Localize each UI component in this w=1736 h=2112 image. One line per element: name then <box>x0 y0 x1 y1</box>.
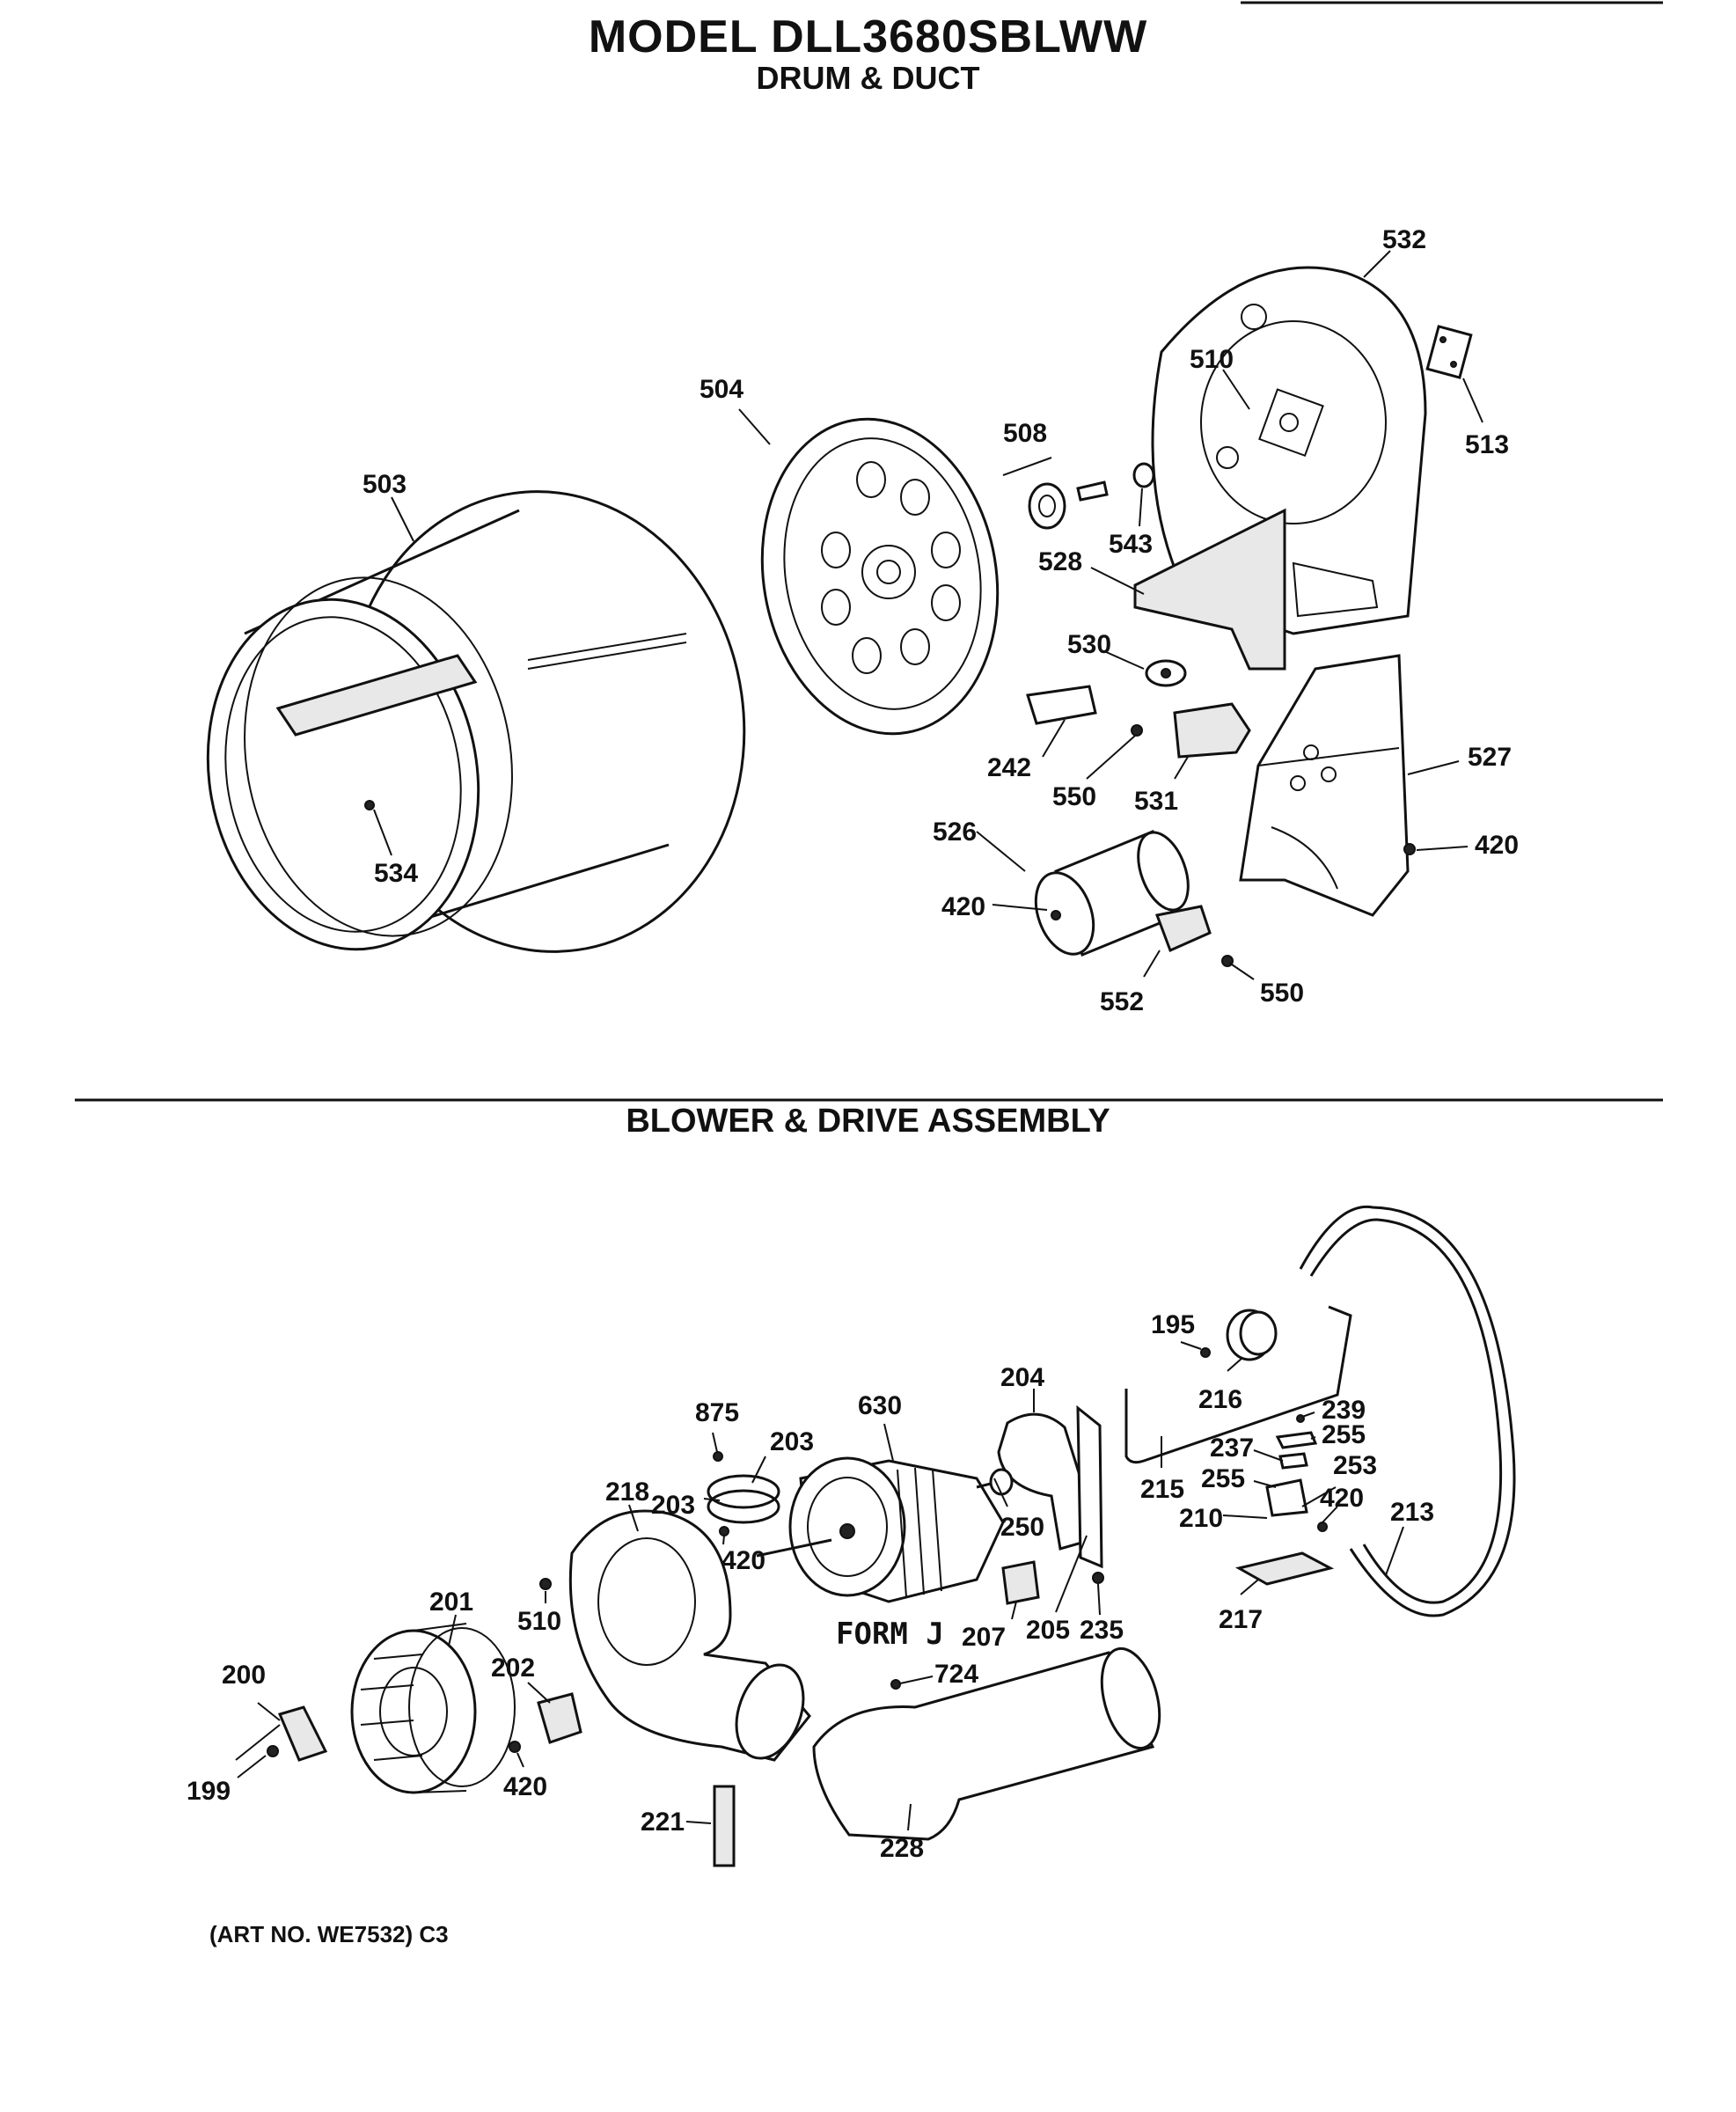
label-242-part <box>1026 685 1097 725</box>
label-213: 213 <box>1390 1498 1434 1527</box>
label-199: 199 <box>187 1777 231 1806</box>
blower-drive-title: BLOWER & DRIVE ASSEMBLY <box>626 1103 1110 1140</box>
exhaust-duct-part <box>812 1646 1161 1841</box>
label-228: 228 <box>880 1834 924 1863</box>
bulkhead-part <box>1133 266 1427 671</box>
thermostat-part <box>1145 659 1187 687</box>
label-203-top: 203 <box>770 1427 814 1456</box>
clip-202-part <box>537 1692 582 1744</box>
label-527: 527 <box>1468 743 1512 772</box>
label-217: 217 <box>1219 1605 1263 1634</box>
label-201: 201 <box>429 1588 473 1617</box>
leader-lines-top <box>373 250 1483 980</box>
label-543: 543 <box>1109 530 1153 559</box>
label-550-bottom: 550 <box>1260 979 1304 1008</box>
plate-217-part <box>1234 1551 1335 1586</box>
label-508: 508 <box>1003 419 1047 448</box>
drive-motor-part <box>756 1456 1014 1603</box>
label-503: 503 <box>363 470 407 499</box>
screw-724-icon <box>890 1679 901 1690</box>
drive-belt-part <box>1299 1205 1516 1617</box>
bracket-200-part <box>277 1705 328 1762</box>
spring-cluster-part <box>1265 1414 1328 1532</box>
label-724: 724 <box>934 1660 978 1689</box>
label-202: 202 <box>491 1654 535 1683</box>
switch-552-part <box>1154 905 1212 953</box>
screw-235-icon <box>1092 1572 1104 1584</box>
label-210: 210 <box>1179 1504 1223 1533</box>
label-235: 235 <box>1080 1616 1124 1645</box>
label-532: 532 <box>1382 225 1426 254</box>
label-534: 534 <box>374 859 418 888</box>
idler-pulley-part <box>1226 1309 1278 1361</box>
label-526: 526 <box>933 818 977 847</box>
cylinder-526-part <box>1034 829 1190 957</box>
label-215: 215 <box>1140 1475 1184 1504</box>
label-218: 218 <box>605 1478 649 1507</box>
label-200: 200 <box>222 1661 266 1690</box>
sensor-plate-part <box>1425 325 1473 379</box>
art-number: (ART NO. WE7532) C3 <box>209 1921 449 1947</box>
label-420-motor: 420 <box>941 892 985 921</box>
label-195: 195 <box>1151 1310 1195 1339</box>
screw-510-icon <box>539 1578 552 1590</box>
label-420-blower: 420 <box>503 1772 547 1801</box>
label-250: 250 <box>1000 1513 1044 1542</box>
label-528: 528 <box>1038 547 1082 576</box>
label-253: 253 <box>1333 1451 1377 1480</box>
label-531: 531 <box>1134 787 1178 816</box>
label-552: 552 <box>1100 987 1144 1016</box>
bearing-hardware-part <box>1028 462 1155 530</box>
centrifugal-switch-part <box>1001 1560 1040 1605</box>
label-504: 504 <box>700 375 743 404</box>
blower-wheel-part <box>350 1623 516 1794</box>
motor-bracket-part <box>997 1404 1103 1569</box>
label-239: 239 <box>1322 1396 1366 1425</box>
seal-221-part <box>713 1785 736 1867</box>
label-530: 530 <box>1067 630 1111 659</box>
leader-lines-bottom <box>235 1341 1404 1831</box>
fastener-195-icon <box>1200 1347 1211 1358</box>
blower-housing-part <box>568 1509 811 1762</box>
label-221: 221 <box>641 1808 685 1837</box>
label-203-bottom: 203 <box>651 1491 695 1520</box>
screw-420-icon <box>1403 843 1416 855</box>
label-420-clamp: 420 <box>722 1546 765 1575</box>
drum-rear-panel-part <box>760 417 1000 736</box>
screw-420-blower-icon <box>509 1741 521 1753</box>
drum-part <box>206 490 746 953</box>
label-510-bottom: 510 <box>517 1607 561 1636</box>
screw-199-icon <box>267 1745 279 1757</box>
label-510-top: 510 <box>1190 345 1234 374</box>
label-255-bottom: 255 <box>1201 1464 1245 1493</box>
label-207: 207 <box>962 1623 1006 1652</box>
label-630: 630 <box>858 1391 902 1420</box>
motor-clamps-part <box>707 1451 780 1536</box>
label-875: 875 <box>695 1398 739 1427</box>
form-j-label: FORM J <box>836 1617 944 1652</box>
label-237: 237 <box>1210 1434 1254 1463</box>
label-216: 216 <box>1198 1385 1242 1414</box>
bracket-531-part <box>1173 702 1251 759</box>
label-420-spring: 420 <box>1320 1484 1364 1513</box>
label-255-top: 255 <box>1322 1420 1366 1449</box>
label-242: 242 <box>987 753 1031 782</box>
drum-duct-subtitle: DRUM & DUCT <box>756 60 980 96</box>
label-513: 513 <box>1465 430 1509 459</box>
screw-550-icon <box>1131 724 1143 737</box>
label-204: 204 <box>1000 1363 1044 1392</box>
heater-housing-part <box>1239 654 1410 917</box>
label-550-top: 550 <box>1052 782 1096 811</box>
idler-arm-part <box>1124 1305 1352 1464</box>
label-205: 205 <box>1026 1616 1070 1645</box>
label-420-top: 420 <box>1475 831 1519 860</box>
model-title: MODEL DLL3680SBLWW <box>588 11 1148 62</box>
